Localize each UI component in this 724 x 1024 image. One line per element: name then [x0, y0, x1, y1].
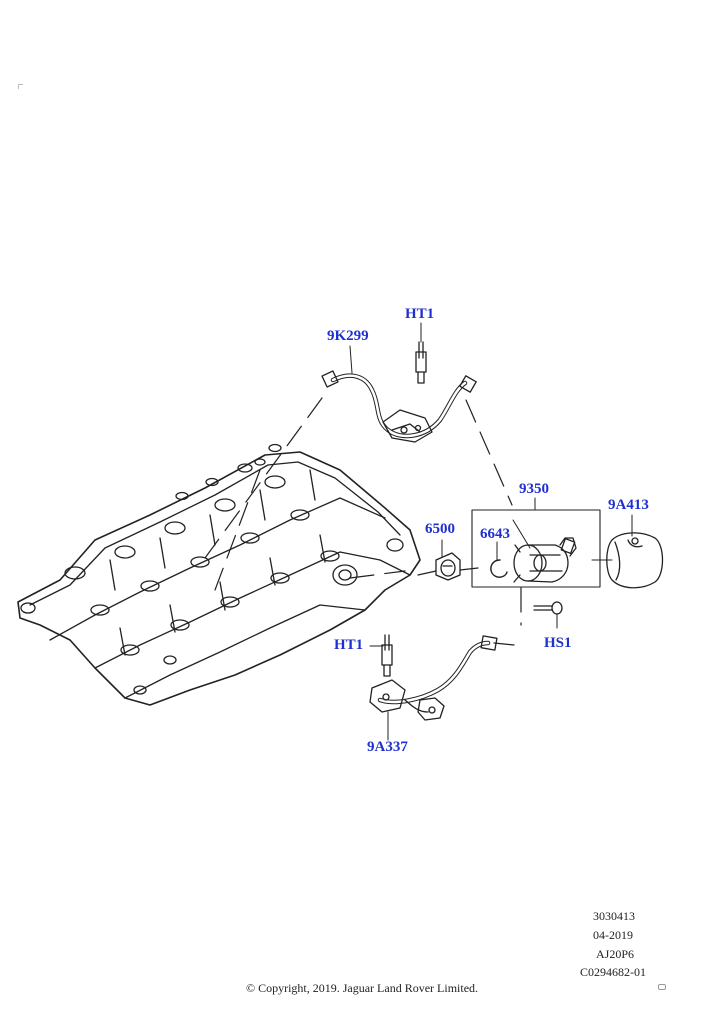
drive-coupling	[435, 552, 461, 581]
stud-top	[415, 341, 427, 384]
callout-9350[interactable]: 9350	[519, 481, 549, 497]
bolt	[533, 601, 563, 615]
pump-cover	[606, 532, 664, 589]
drawing-date: 04-2019	[593, 928, 633, 942]
camshaft-housing	[17, 443, 421, 706]
callout-ht1-bottom[interactable]: HT1	[334, 637, 364, 653]
copyright-notice: © Copyright, 2019. Jaguar Land Rover Lim…	[245, 981, 479, 995]
engine-code: AJ20P6	[596, 947, 635, 961]
callout-9a413[interactable]: 9A413	[608, 497, 649, 513]
callout-6500[interactable]: 6500	[425, 521, 455, 537]
assembly-lines	[204, 397, 522, 646]
stud-bottom	[381, 634, 393, 677]
callout-ht1-top[interactable]: HT1	[405, 306, 435, 322]
callout-6643[interactable]: 6643	[480, 526, 510, 542]
callout-hs1[interactable]: HS1	[544, 635, 572, 651]
pump-assembly	[471, 509, 601, 588]
drawing-number: 3030413	[593, 909, 635, 923]
leader-lines	[349, 322, 633, 741]
corner-registration-mark	[18, 84, 23, 89]
upper-fuel-pipe	[321, 370, 477, 443]
callout-9k299[interactable]: 9K299	[327, 328, 369, 344]
lower-fuel-pipe	[369, 635, 498, 721]
bottom-corner-mark	[658, 984, 666, 990]
reference-code: C0294682-01	[580, 965, 646, 979]
callout-9a337[interactable]: 9A337	[367, 739, 408, 755]
